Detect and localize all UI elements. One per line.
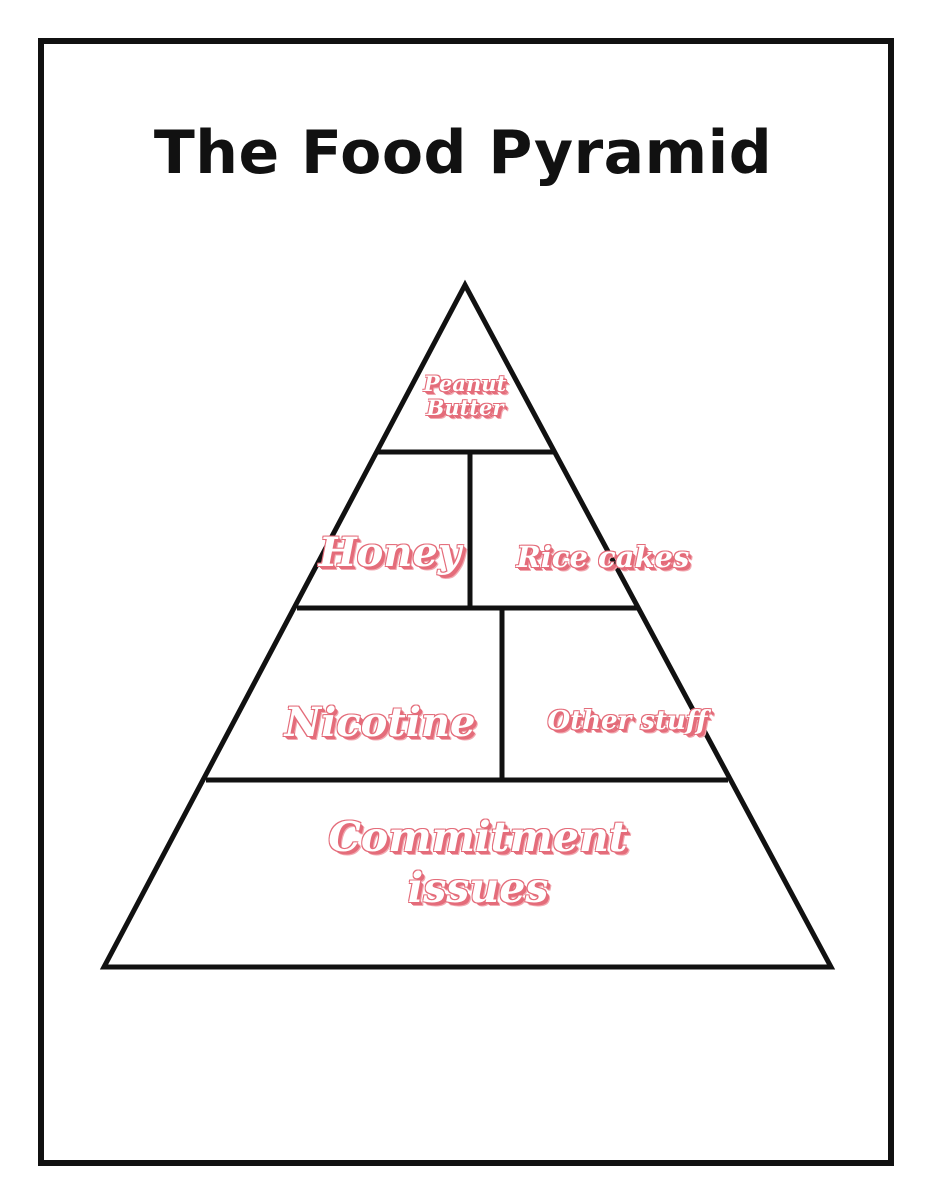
page-title: The Food Pyramid — [153, 118, 773, 188]
label-commitment-line1: Commitment — [328, 813, 628, 861]
label-other-stuff: Other stuff — [547, 706, 708, 736]
label-rice-cakes: Rice cakes — [516, 540, 690, 574]
label-peanut-line1: Peanut — [423, 371, 507, 396]
label-peanut-line2: Butter — [426, 395, 504, 421]
poster-frame — [38, 38, 894, 1166]
label-commitment-issues: Commitment issues — [268, 812, 688, 915]
label-commitment-line2: issues — [407, 864, 549, 913]
pyramid-outline — [99, 279, 836, 970]
label-peanut-butter: Peanut Butter — [390, 371, 540, 421]
label-nicotine: Nicotine — [284, 699, 476, 746]
label-honey: Honey — [318, 529, 462, 576]
